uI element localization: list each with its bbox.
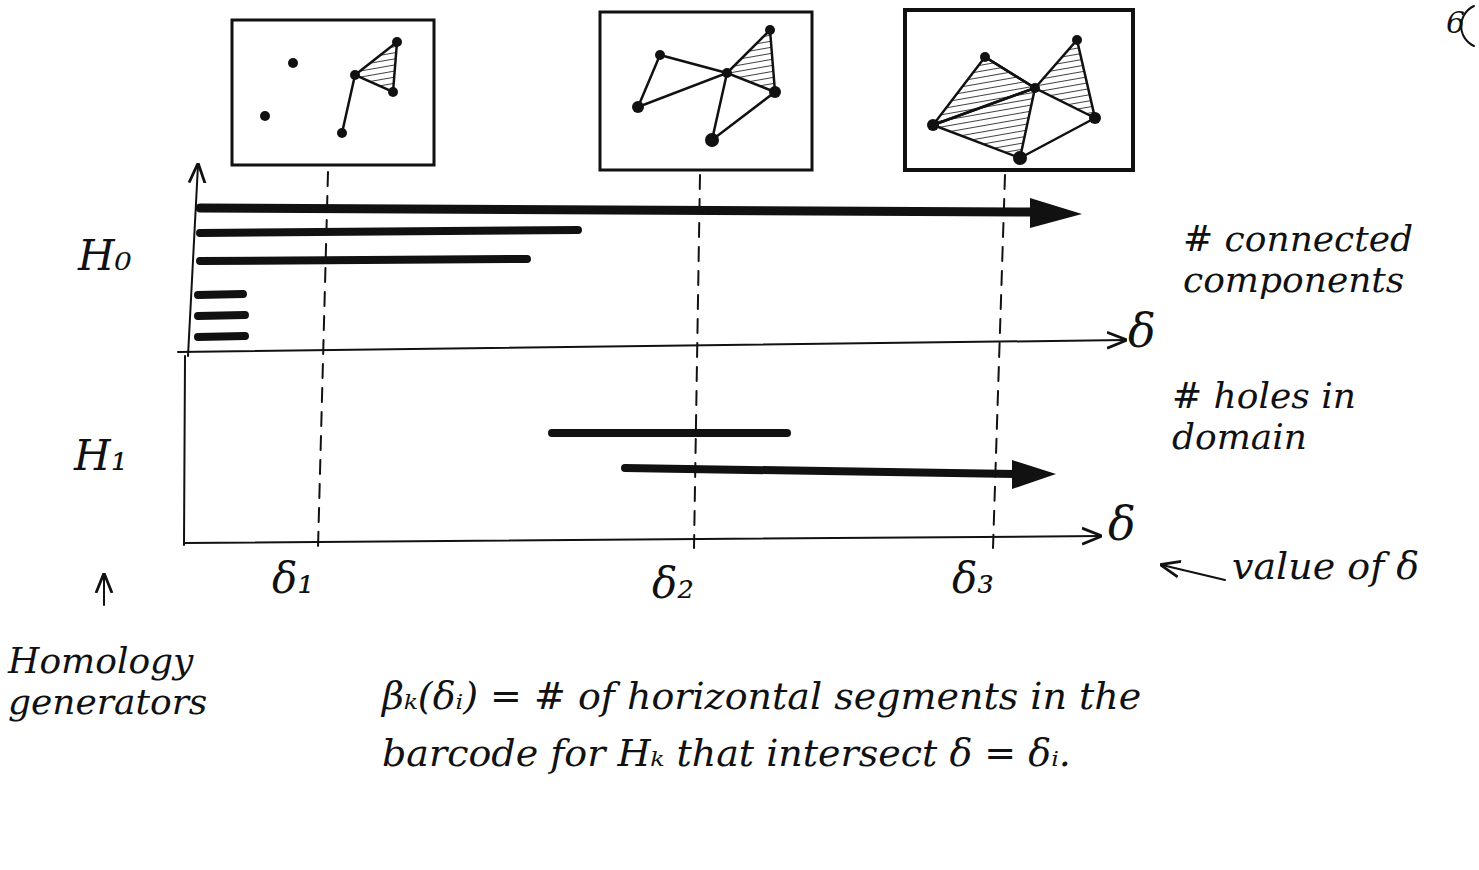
- page-number: 6: [1446, 6, 1472, 41]
- tick-label: δ₁: [272, 555, 352, 603]
- axis-note: # connected components: [1183, 218, 1463, 301]
- axis-note: # holes in domain: [1172, 375, 1402, 458]
- axis-label: δ: [1128, 305, 1168, 358]
- axis-title: H₀: [78, 232, 168, 280]
- axis-note: value of δ: [1232, 545, 1472, 589]
- axis-title: H₁: [74, 432, 164, 480]
- axis-note: Homology generators: [8, 640, 278, 723]
- caption-formula: βₖ(δᵢ) = # of horizontal segments in the…: [382, 668, 1232, 782]
- tick-label: δ₂: [652, 560, 732, 608]
- axis-label: δ: [1108, 498, 1148, 551]
- tick-label: δ₃: [952, 555, 1032, 603]
